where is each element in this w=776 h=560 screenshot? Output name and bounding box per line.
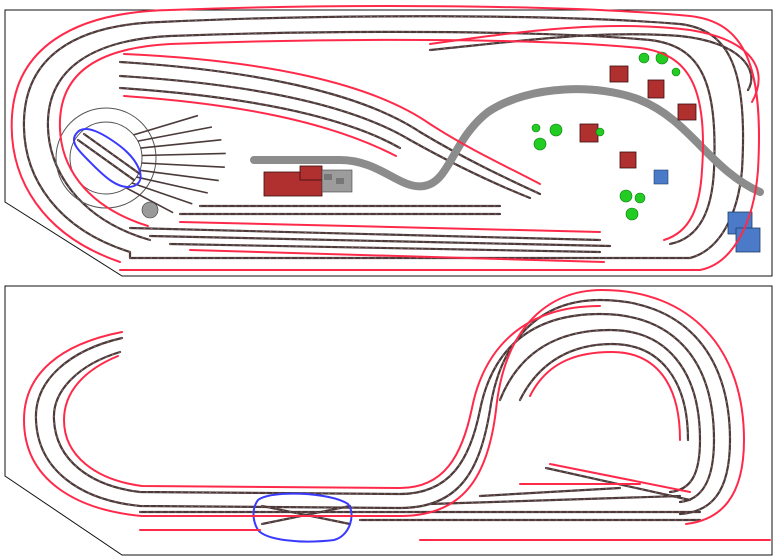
tree-icon: [625, 207, 639, 221]
tree-icon: [531, 123, 541, 133]
turntable-stall-track: [125, 187, 174, 214]
tree-icon: [595, 127, 605, 137]
track-ties: [129, 227, 601, 241]
track-ties: [499, 329, 701, 493]
tree-icon: [549, 123, 563, 137]
tree-icon: [634, 192, 646, 204]
water-tower-icon: [141, 201, 159, 219]
lower-route-highlights: [23, 289, 771, 541]
tree-icon: [638, 52, 650, 64]
turntable-highlight: [72, 128, 142, 189]
turntable-icon: [55, 107, 226, 214]
upper-yard-tracks: [128, 204, 612, 254]
upper-board: [4, 5, 773, 277]
track-ties: [149, 235, 611, 247]
turntable-stall-track: [141, 162, 225, 168]
lower-main-loop-track: [34, 298, 732, 516]
house-icon: [647, 79, 665, 99]
house-icon: [579, 123, 599, 143]
track-ties: [261, 505, 351, 525]
turntable-stall-track: [141, 152, 226, 157]
turntable-stall-track: [137, 126, 213, 142]
upper-outer-loop-track: [22, 15, 745, 260]
house-icon: [619, 151, 637, 169]
road: [250, 85, 764, 196]
track-ties: [479, 487, 621, 497]
tree-icons: [531, 51, 681, 221]
house-icons: [579, 65, 697, 185]
upper-route-highlights: [10, 5, 760, 271]
house-icon: [653, 169, 669, 185]
track-ties: [83, 133, 141, 175]
house-icon: [609, 65, 629, 83]
tree-icon: [619, 189, 633, 203]
track-ties: [119, 87, 401, 149]
house-icon: [677, 103, 697, 121]
station-building-icon: [263, 165, 353, 197]
track-ties: [35, 299, 731, 515]
lower-board: [4, 285, 773, 556]
turntable-stall-track: [136, 176, 208, 194]
turntable-stall-track: [139, 169, 219, 182]
lower-board-outline: [4, 285, 773, 556]
tree-icon: [671, 67, 681, 77]
turntable-stall-track: [131, 182, 193, 205]
upper-branch-track: [118, 33, 753, 200]
track-ties: [47, 31, 716, 245]
track-ties: [429, 495, 681, 505]
turntable-stall-track: [133, 114, 199, 136]
turntable-stall-track: [140, 139, 222, 149]
track-ties: [261, 505, 351, 525]
track-ties: [169, 243, 601, 253]
crossing-highlight: [252, 492, 353, 543]
track-ties: [77, 139, 135, 181]
factory-icon: [727, 211, 761, 253]
tree-icon: [533, 137, 547, 151]
